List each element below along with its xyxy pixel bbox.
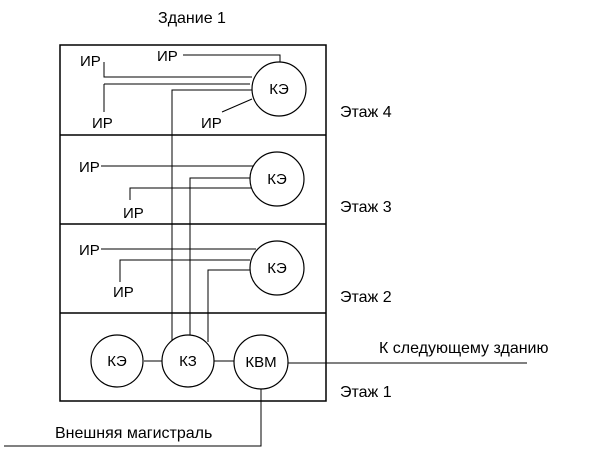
cable-f3-ir-bottom [129,187,252,200]
building-cross-connect [161,334,215,388]
building-cross-connect-label: КЗ [179,353,197,370]
floor-2-label: Этаж 2 [340,289,392,306]
cross-connect-f4 [251,61,307,117]
next-building-label: К следующему зданию [379,340,548,357]
cross-connect-f3 [249,151,305,207]
floor-4-nodes: КЭ ИР ИР ИР ИР [80,48,307,132]
cross-connect-f2-label: КЭ [267,260,287,277]
building-outline [59,44,327,402]
cable-f4-riser [171,89,252,342]
floor-4-label: Этаж 4 [340,104,392,121]
building-title: Здание 1 [158,10,226,27]
floor-2-nodes: КЭ ИР ИР [79,240,305,301]
cable-f4-ir-lower-right [221,98,253,113]
ir-f4-lower-right: ИР [201,115,222,132]
cross-connect-f4-label: КЭ [269,81,289,98]
ir-f2-top: ИР [79,242,100,259]
external-backbone-label: Внешняя магистраль [55,425,212,442]
cross-connect-f3-label: КЭ [267,171,287,188]
campus-cross-connect [233,334,289,390]
cross-connect-f1 [90,334,144,388]
cable-f2-riser [207,269,250,342]
ir-f2-bottom: ИР [113,284,134,301]
cable-f4-ir-left [103,62,252,78]
floor-3-nodes: КЭ ИР ИР [79,151,305,222]
ir-f4-left: ИР [80,53,101,70]
floor-1-nodes: КЭ КЗ КВМ [90,334,289,390]
cable-f3-riser [189,177,250,342]
cable-external-backbone [4,388,262,447]
campus-cross-connect-label: КВМ [245,354,276,371]
cable-f4-ir-top [183,54,281,66]
ir-f4-top: ИР [157,48,178,65]
cross-connect-f1-label: КЭ [107,353,127,370]
cable-f2-ir-bottom [119,259,250,282]
floor-3-label: Этаж 3 [340,199,392,216]
ir-f4-lower-left: ИР [92,115,113,132]
ir-f3-bottom: ИР [123,205,144,222]
building-frame [59,44,327,402]
ir-f3-top: ИР [79,159,100,176]
floor-1-label: Этаж 1 [340,384,392,401]
cross-connect-f2 [249,240,305,296]
